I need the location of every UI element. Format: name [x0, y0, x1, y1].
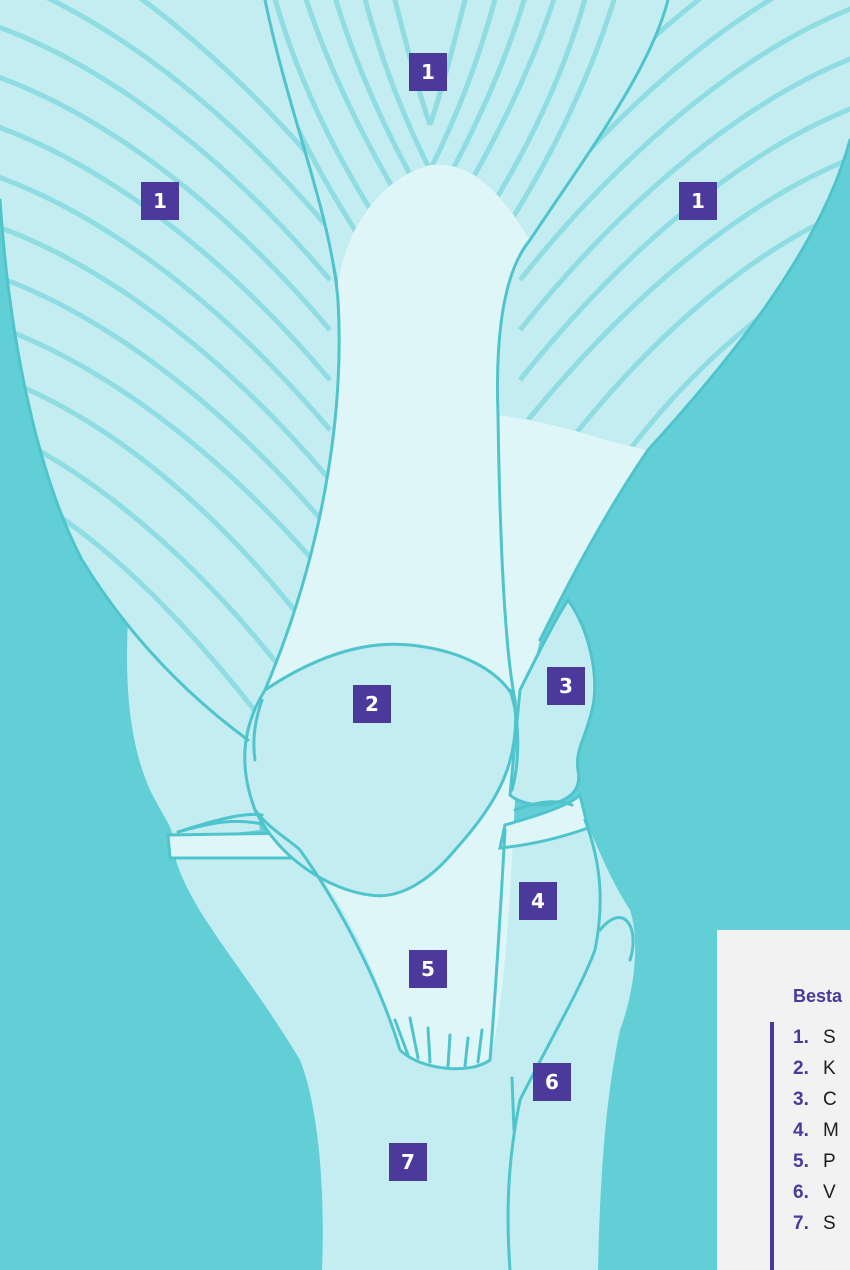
- legend-title: Besta: [793, 986, 842, 1007]
- legend-item: 3.C: [793, 1084, 839, 1115]
- legend-item-text: M: [823, 1120, 839, 1141]
- label-patellar-ligament: 5: [409, 950, 447, 988]
- label-quadriceps-right: 1: [679, 182, 717, 220]
- legend-item: 2.K: [793, 1053, 839, 1084]
- legend-accent-bar: [770, 1022, 774, 1270]
- legend-item-number: 3.: [793, 1084, 823, 1115]
- legend-item: 5.P: [793, 1146, 839, 1177]
- label-tibia: 7: [389, 1143, 427, 1181]
- label-quadriceps-left: 1: [141, 182, 179, 220]
- label-patella: 2: [353, 685, 391, 723]
- legend-item: 6.V: [793, 1177, 839, 1208]
- label-meniscus-lower: 4: [519, 882, 557, 920]
- legend-item-text: C: [823, 1089, 837, 1110]
- label-fibula-area: 6: [533, 1063, 571, 1101]
- legend-list: 1.S 2.K 3.C 4.M 5.P 6.V 7.S: [793, 1022, 839, 1239]
- legend-item-number: 7.: [793, 1208, 823, 1239]
- legend-item-number: 4.: [793, 1115, 823, 1146]
- legend-item-text: S: [823, 1027, 836, 1048]
- legend-panel: Besta 1.S 2.K 3.C 4.M 5.P 6.V 7.S: [717, 930, 850, 1270]
- legend-item: 1.S: [793, 1022, 839, 1053]
- legend-item-text: P: [823, 1151, 836, 1172]
- legend-item-text: K: [823, 1058, 836, 1079]
- legend-item-text: S: [823, 1213, 836, 1234]
- legend-item-number: 1.: [793, 1022, 823, 1053]
- legend-item: 4.M: [793, 1115, 839, 1146]
- legend-item-number: 6.: [793, 1177, 823, 1208]
- label-meniscus-side: 3: [547, 667, 585, 705]
- label-quadriceps-top: 1: [409, 53, 447, 91]
- legend-item-text: V: [823, 1182, 836, 1203]
- legend-item-number: 2.: [793, 1053, 823, 1084]
- legend-item: 7.S: [793, 1208, 839, 1239]
- legend-item-number: 5.: [793, 1146, 823, 1177]
